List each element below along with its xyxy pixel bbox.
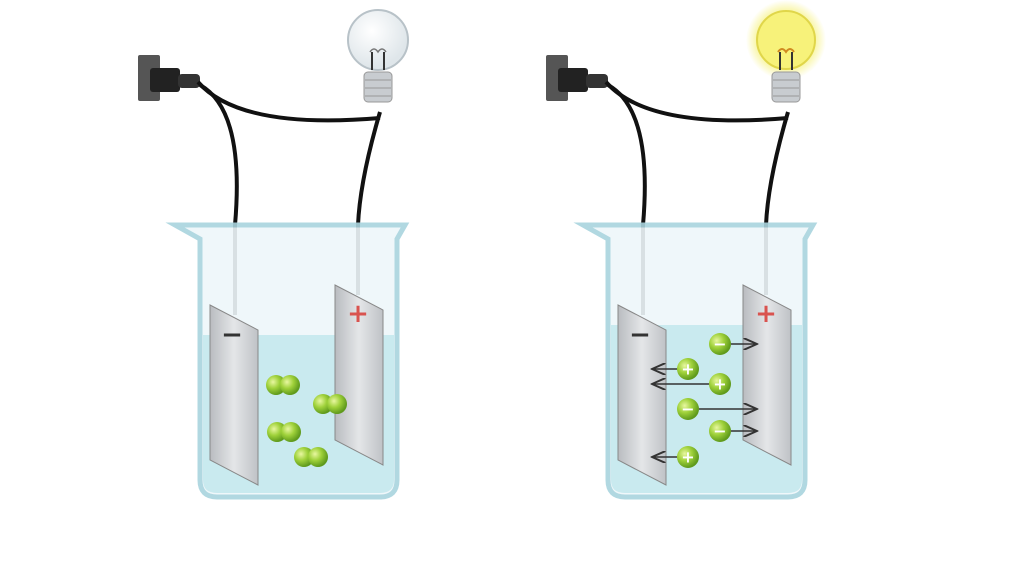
svg-text:−: − — [713, 335, 726, 354]
molecule — [266, 375, 300, 395]
ion: + — [677, 446, 699, 468]
ion: − — [677, 398, 699, 420]
ion: − — [709, 420, 731, 442]
molecule — [294, 447, 328, 467]
svg-text:+: + — [713, 375, 726, 394]
svg-text:+: + — [681, 360, 694, 379]
wall-outlet-icon — [546, 55, 608, 101]
ion-balls: − + + − − + — [677, 333, 731, 468]
ion: − — [709, 333, 731, 355]
cathode-plate: − — [617, 304, 667, 486]
wires — [604, 80, 790, 315]
anode-sign: + — [347, 299, 369, 329]
svg-text:−: − — [681, 400, 694, 419]
ions — [652, 344, 757, 457]
right-setup: − + − + + − − + — [546, 0, 826, 497]
molecules — [266, 375, 347, 467]
svg-text:−: − — [713, 422, 726, 441]
ion: + — [709, 373, 731, 395]
wall-outlet-icon — [138, 55, 200, 101]
svg-text:+: + — [681, 448, 694, 467]
molecule — [313, 394, 347, 414]
light-bulb-off-icon — [347, 9, 409, 103]
cathode-sign: − — [221, 320, 243, 350]
cathode-sign: − — [629, 320, 651, 350]
light-bulb-lit-icon — [746, 0, 826, 103]
molecule — [267, 422, 301, 442]
cathode-plate: − — [209, 304, 259, 486]
ion: + — [677, 358, 699, 380]
wires — [196, 80, 382, 315]
left-setup: − + — [138, 9, 409, 497]
anode-plate: + — [334, 284, 384, 466]
anode-plate: + — [742, 284, 792, 466]
anode-sign: + — [755, 299, 777, 329]
